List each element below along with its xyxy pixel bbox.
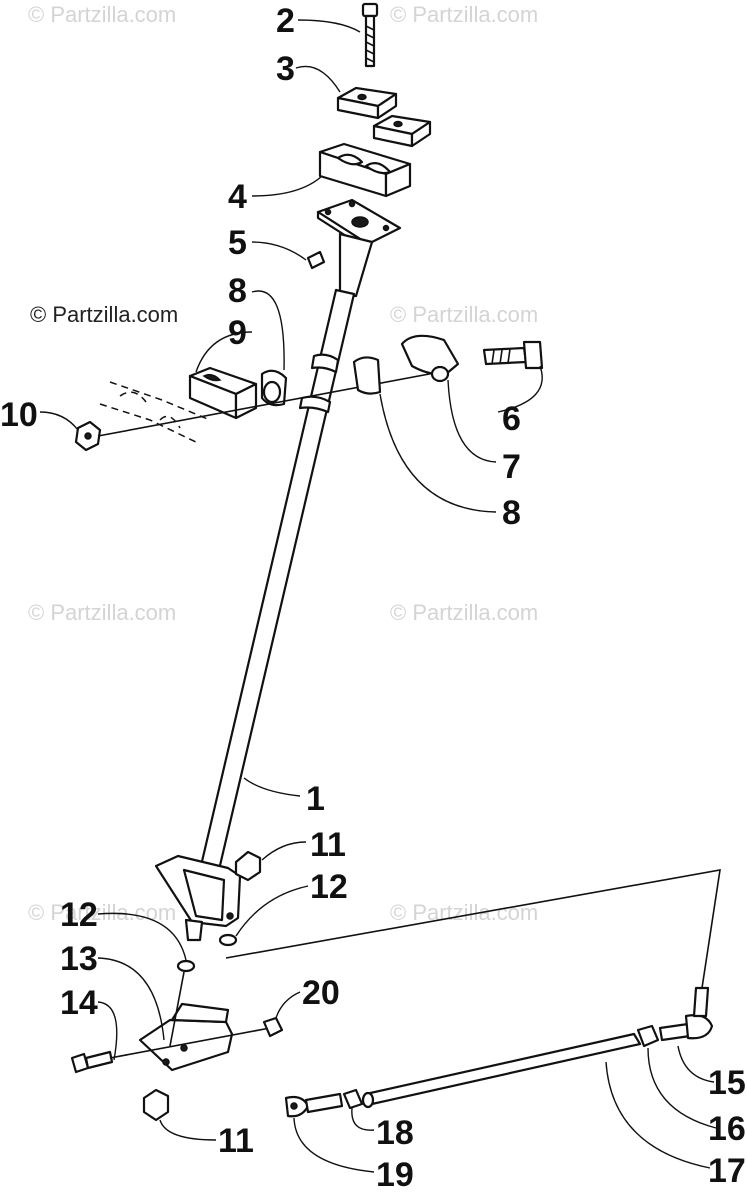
callout-7: 7 <box>502 448 521 486</box>
callout-5: 5 <box>228 224 247 262</box>
part-tie-rod-end-15 <box>658 986 714 1042</box>
callout-9: 9 <box>228 314 247 352</box>
axis-line <box>97 371 441 437</box>
part-tie-rod-end-19 <box>284 1092 344 1118</box>
callout-14: 14 <box>60 984 98 1022</box>
part-washer-12-left <box>176 959 196 973</box>
watermark: © Partzilla.com <box>390 2 538 27</box>
callout-11-lower: 11 <box>218 1122 254 1160</box>
part-nut-small <box>306 250 326 270</box>
watermark: © Partzilla.com <box>390 302 538 327</box>
part-clamp-block-small <box>336 86 432 148</box>
callout-20: 20 <box>302 974 340 1012</box>
part-nut-20 <box>262 1016 284 1038</box>
callout-15: 15 <box>708 1064 746 1102</box>
part-lower-bracket <box>154 854 242 942</box>
callout-8-upper: 8 <box>228 272 247 310</box>
watermark: © Partzilla.com <box>390 900 538 925</box>
callout-19: 19 <box>376 1156 414 1194</box>
part-mount-plate <box>316 198 402 298</box>
axis-line <box>109 1027 271 1059</box>
watermark: © Partzilla.com <box>28 900 176 925</box>
part-nut-11-upper <box>234 850 262 882</box>
callout-12-left: 12 <box>60 896 98 934</box>
callout-6: 6 <box>502 400 521 438</box>
watermark: © Partzilla.com <box>28 2 176 27</box>
part-bolt-14 <box>70 1050 114 1074</box>
leader-lines <box>39 19 717 1173</box>
callout-11-upper: 11 <box>310 826 346 864</box>
part-bolt-top <box>361 2 379 68</box>
part-tie-rod-17 <box>361 1032 642 1109</box>
part-clamp-9 <box>188 366 258 420</box>
watermark: © Partzilla.com <box>28 600 176 625</box>
part-bolt-6 <box>482 340 544 370</box>
part-jam-nut-16 <box>636 1024 660 1048</box>
callout-18: 18 <box>376 1114 414 1152</box>
watermark-main: © Partzilla.com <box>30 302 178 327</box>
watermark: © Partzilla.com <box>390 600 538 625</box>
callout-16: 16 <box>708 1110 746 1148</box>
callout-3: 3 <box>276 50 295 88</box>
callout-1: 1 <box>306 780 325 818</box>
part-clamp-block-large <box>318 142 412 198</box>
part-bushing-8-right <box>352 356 382 395</box>
part-clamp-7 <box>400 334 460 383</box>
callout-8-lower: 8 <box>502 494 521 532</box>
callout-4: 4 <box>228 178 247 216</box>
callout-12-right: 12 <box>310 868 348 906</box>
part-handlebar-shaft-dashed <box>99 381 211 445</box>
part-jam-nut-18 <box>342 1088 364 1110</box>
callout-17: 17 <box>708 1152 746 1190</box>
callout-2: 2 <box>276 2 295 40</box>
callout-13: 13 <box>60 940 98 978</box>
part-washer-12-right <box>218 933 238 947</box>
part-nut-11-lower <box>142 1088 170 1122</box>
part-nut-10 <box>74 420 102 452</box>
part-bushing-8-left <box>260 369 288 407</box>
assembly-line <box>225 869 721 989</box>
callout-10: 10 <box>0 396 38 434</box>
part-base-bracket <box>138 971 234 1072</box>
